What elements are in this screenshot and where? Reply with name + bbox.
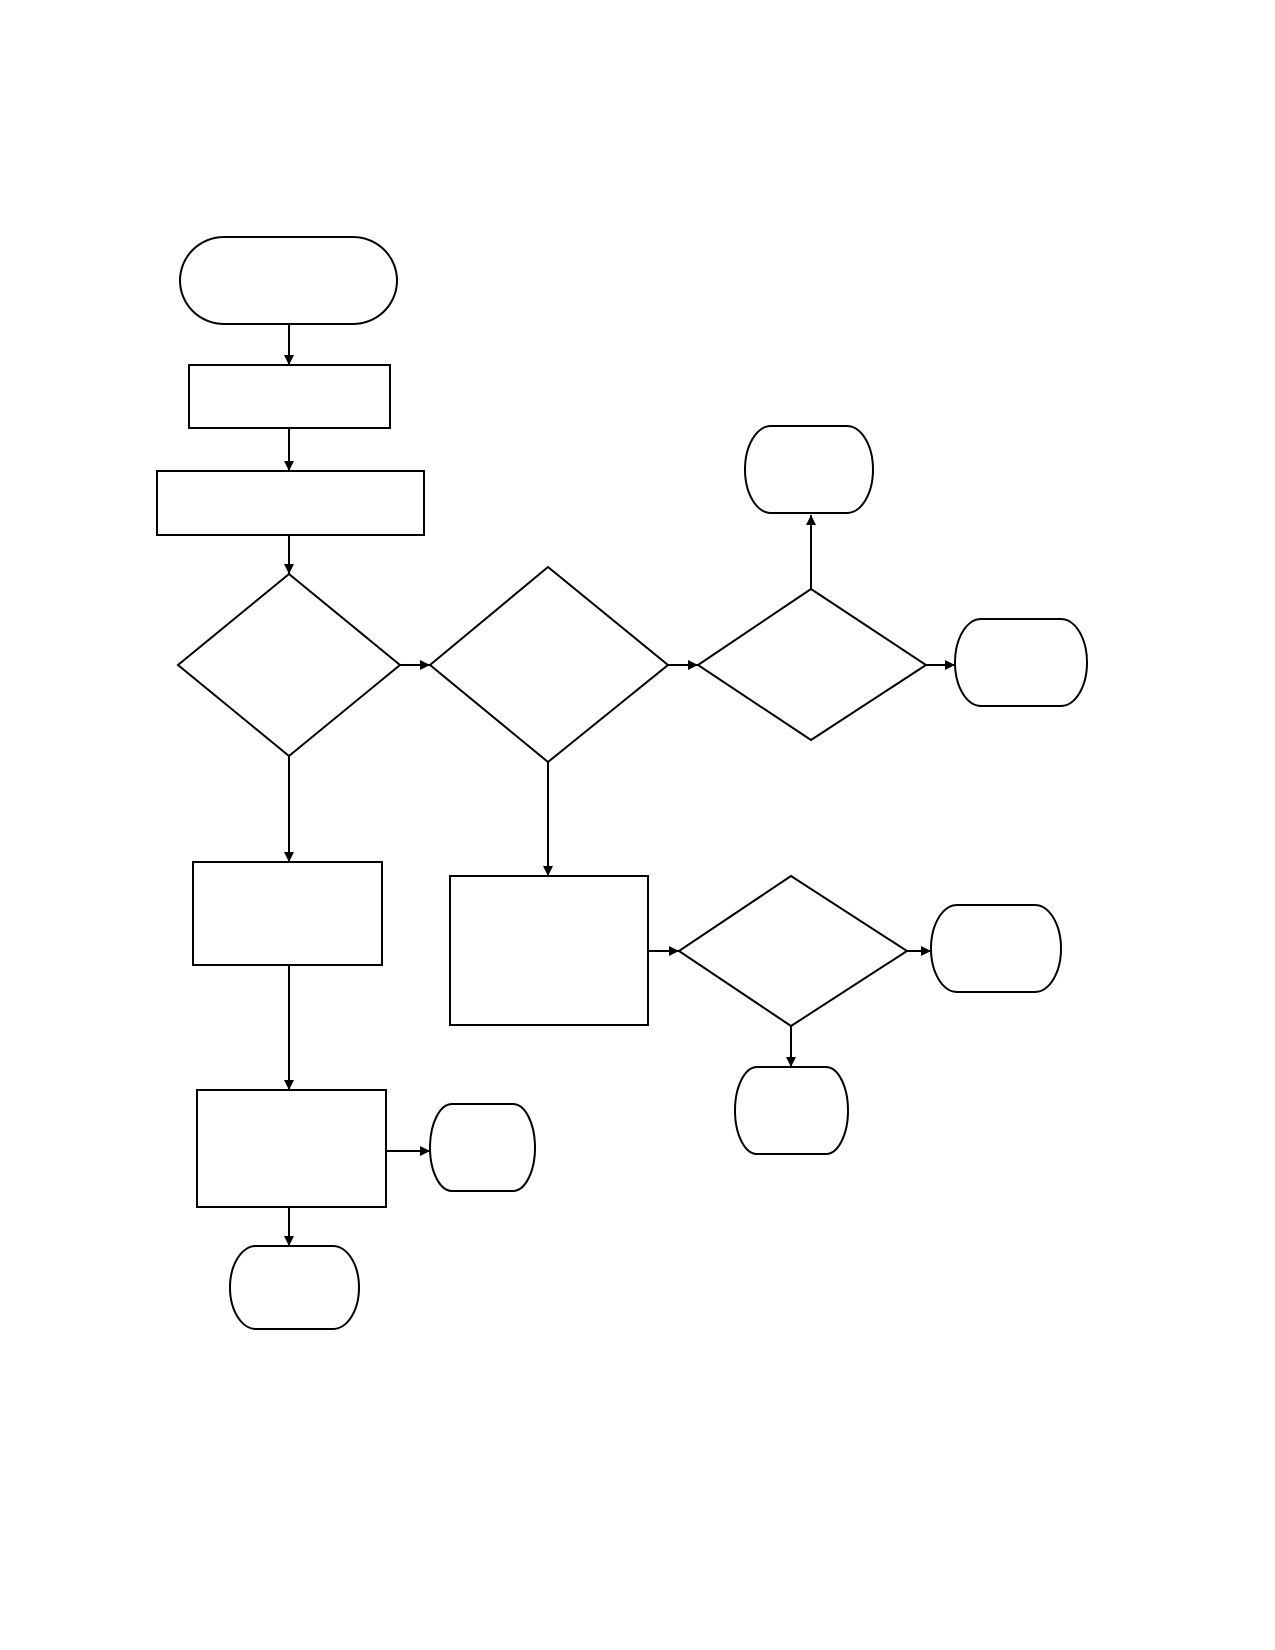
terminal-start — [179, 236, 398, 325]
decision-4 — [677, 874, 909, 1028]
decision-2 — [428, 565, 670, 764]
decision-3 — [696, 587, 928, 742]
process-step-3 — [192, 861, 383, 966]
process-step-1 — [188, 364, 391, 429]
process-step-4 — [449, 875, 649, 1026]
terminal-end-right-2 — [930, 904, 1062, 993]
terminal-end-side-small — [429, 1103, 536, 1192]
terminal-end-mid-bottom — [734, 1066, 849, 1155]
process-step-2 — [156, 470, 425, 536]
terminal-end-bottom — [229, 1245, 360, 1330]
process-step-5 — [196, 1089, 387, 1208]
terminal-end-right-1 — [954, 618, 1088, 707]
connectors — [284, 324, 955, 1246]
decision-1 — [176, 572, 402, 758]
shapes — [156, 236, 1088, 1330]
terminal-end-top — [744, 425, 874, 514]
